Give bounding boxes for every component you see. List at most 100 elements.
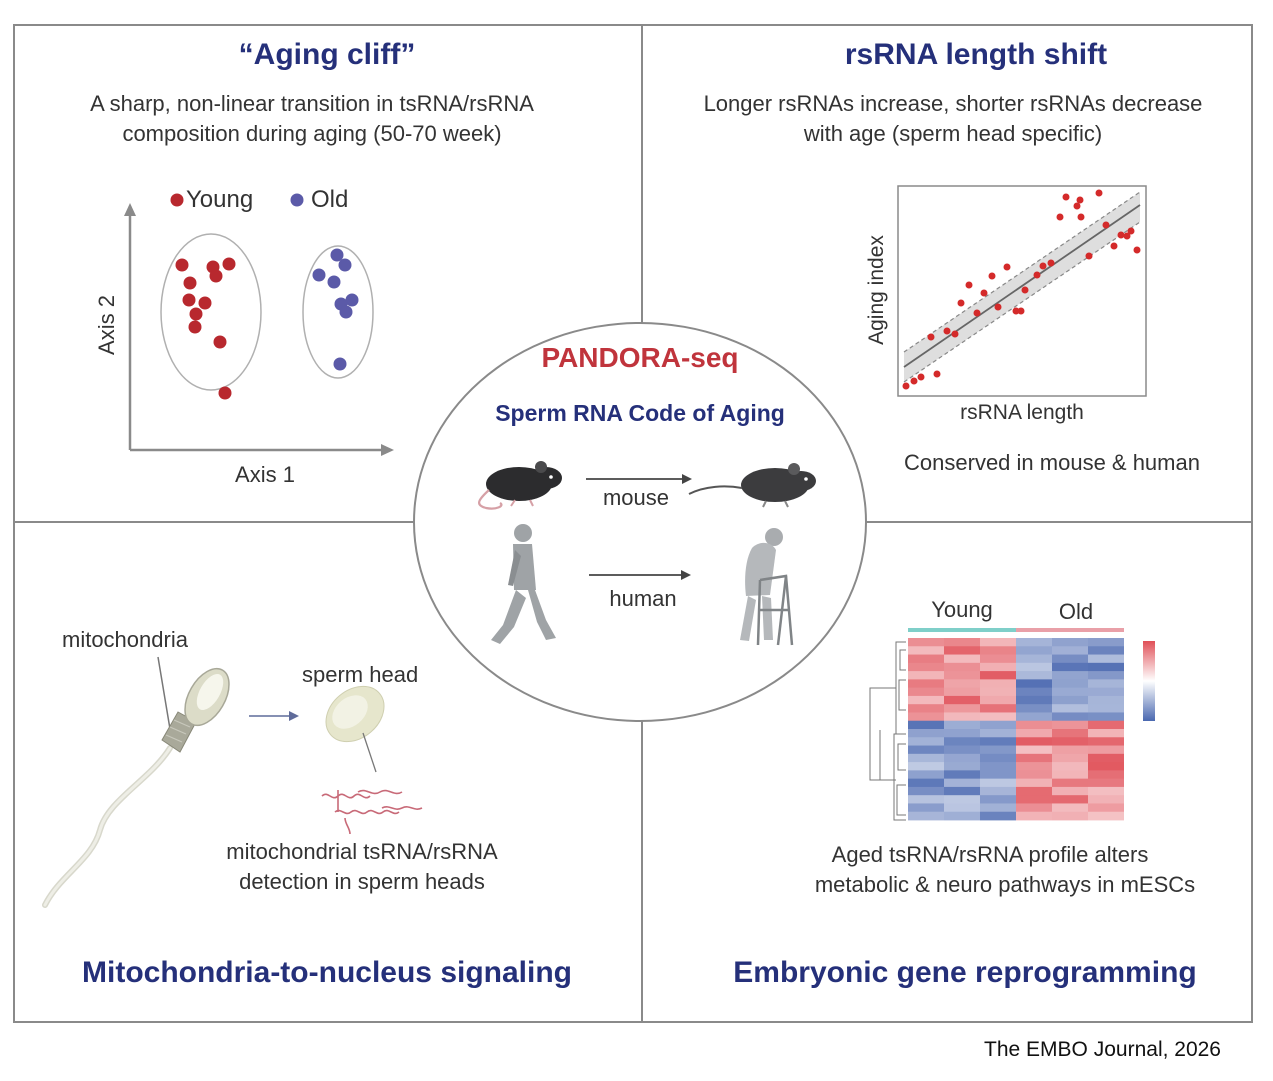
vertical-divider-bottom — [641, 720, 643, 1023]
mouse-label: mouse — [602, 485, 670, 510]
heatmap-cell — [908, 762, 944, 771]
heatmap-cell — [944, 770, 980, 780]
heatmap-cell — [980, 753, 1016, 763]
embryo-reprogramming-title: Embryonic gene reprogramming — [733, 956, 1197, 989]
heatmap-cell — [1088, 720, 1124, 730]
heatmap-cell — [944, 712, 980, 722]
heatmap-cell — [908, 737, 944, 746]
vertical-divider-top — [641, 24, 643, 324]
heatmap-young-label: Young — [931, 597, 993, 622]
rsrna-shift-desc-line1: Longer rsRNAs increase, shorter rsRNAs d… — [703, 91, 1203, 116]
heatmap-cell — [944, 729, 980, 738]
mito-desc-line2: detection in sperm heads — [239, 869, 485, 894]
heatmap-cell — [1052, 695, 1088, 705]
heatmap-cell — [980, 803, 1016, 813]
heatmap-old-label: Old — [1058, 599, 1094, 624]
heatmap-cell — [1052, 778, 1088, 788]
heatmap-cell — [1052, 745, 1088, 755]
heatmap-cell — [1016, 803, 1052, 813]
heatmap-cell — [944, 662, 980, 672]
heatmap-cell — [1052, 770, 1088, 780]
heatmap-cell — [980, 638, 1016, 647]
heatmap-cell — [944, 795, 980, 804]
heatmap-cell — [1052, 687, 1088, 697]
heatmap-cell — [980, 720, 1016, 730]
heatmap-cell — [1052, 638, 1088, 647]
heatmap-cell — [908, 803, 944, 813]
heatmap-cell — [980, 786, 1016, 796]
heatmap-cell — [944, 753, 980, 763]
heatmap-cell — [908, 795, 944, 804]
heatmap-cell — [1052, 720, 1088, 730]
heatmap-cell — [980, 679, 1016, 689]
heatmap-cell — [980, 654, 1016, 664]
heatmap-cell — [908, 720, 944, 730]
heatmap-cell — [944, 671, 980, 680]
heatmap-cell — [908, 679, 944, 689]
heatmap-cell — [1016, 778, 1052, 788]
heatmap-cell — [1016, 737, 1052, 746]
heatmap-cell — [1088, 737, 1124, 746]
heatmap-cell — [1052, 786, 1088, 796]
heatmap-cell — [1052, 762, 1088, 771]
heatmap-cell — [980, 671, 1016, 680]
heatmap-cell — [1016, 662, 1052, 672]
heatmap-cell — [1052, 654, 1088, 664]
heatmap-cell — [1016, 786, 1052, 796]
heatmap-cell — [1088, 646, 1124, 655]
rsrna-shift-desc-line2: with age (sperm head specific) — [803, 121, 1103, 146]
embryo-desc-line1: Aged tsRNA/rsRNA profile alters — [831, 842, 1149, 867]
sperm-head-label: sperm head — [302, 662, 419, 687]
heatmap-cell — [1088, 712, 1124, 722]
heatmap-cell — [944, 695, 980, 705]
center-illustrations — [478, 461, 816, 646]
pandora-seq-title: PANDORA-seq — [541, 342, 739, 373]
heatmap-cell — [1088, 671, 1124, 680]
human-label: human — [609, 586, 677, 611]
heatmap-cell — [944, 762, 980, 771]
heatmap-cell — [944, 778, 980, 788]
heatmap-cell — [908, 745, 944, 755]
heatmap-cell — [1016, 679, 1052, 689]
heatmap-cell — [1088, 811, 1124, 821]
heatmap-cell — [944, 786, 980, 796]
heatmap-cell — [1052, 729, 1088, 738]
heatmap-cell — [980, 778, 1016, 788]
legend-old: Old — [311, 186, 349, 213]
mitochondria-label: mitochondria — [62, 627, 188, 652]
center-circle — [413, 322, 867, 722]
heatmap-cell — [1016, 712, 1052, 722]
mito-signaling-title: Mitochondria-to-nucleus signaling — [82, 956, 572, 989]
legend-young: Young — [186, 186, 254, 213]
heatmap-cell — [1088, 729, 1124, 738]
heatmap-cell — [908, 778, 944, 788]
heatmap-cell — [1016, 762, 1052, 771]
aging-cliff-desc-line2: composition during aging (50-70 week) — [122, 121, 502, 146]
heatmap-cell — [1052, 795, 1088, 804]
heatmap-cell — [980, 745, 1016, 755]
heatmap-cell — [908, 646, 944, 655]
heatmap-cell — [944, 704, 980, 713]
heatmap-cell — [980, 695, 1016, 705]
heatmap-cell — [944, 745, 980, 755]
heatmap-cell — [980, 795, 1016, 804]
heatmap-cell — [1016, 654, 1052, 664]
heatmap — [869, 628, 1155, 821]
heatmap-cell — [1052, 753, 1088, 763]
heatmap-cell — [944, 638, 980, 647]
heatmap-cell — [1016, 646, 1052, 655]
heatmap-cell — [1088, 695, 1124, 705]
heatmap-cell — [1088, 679, 1124, 689]
heatmap-cell — [1016, 720, 1052, 730]
heatmap-cell — [1088, 662, 1124, 672]
heatmap-cell — [1016, 704, 1052, 713]
heatmap-cell — [1016, 695, 1052, 705]
heatmap-cell — [1016, 729, 1052, 738]
heatmap-cell — [1088, 786, 1124, 796]
heatmap-cell — [1052, 671, 1088, 680]
heatmap-cell — [1052, 646, 1088, 655]
heatmap-cell — [1016, 638, 1052, 647]
aging-cliff-desc-line1: A sharp, non-linear transition in tsRNA/… — [90, 91, 534, 116]
aging-cliff-title: “Aging cliff” — [238, 38, 416, 71]
heatmap-cell — [980, 712, 1016, 722]
